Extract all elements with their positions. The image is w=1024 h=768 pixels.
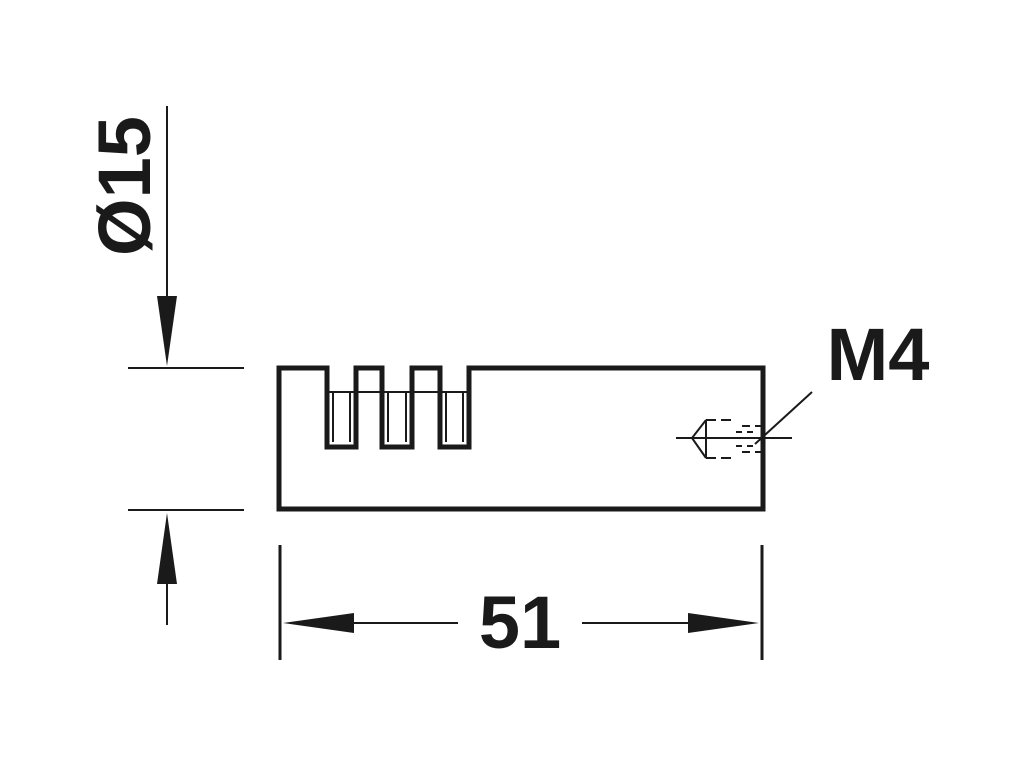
length-arrow-right bbox=[688, 613, 759, 633]
length-dimension: 51 bbox=[278, 545, 764, 664]
thread-hole: M4 bbox=[676, 313, 930, 459]
length-arrow-left bbox=[283, 613, 354, 633]
length-label: 51 bbox=[479, 581, 561, 664]
thread-leader-line bbox=[754, 391, 813, 445]
diameter-label: Ø15 bbox=[83, 116, 166, 256]
diameter-dimension: Ø15 bbox=[83, 106, 244, 625]
body-outline bbox=[276, 365, 766, 512]
diameter-arrow-down bbox=[157, 296, 177, 366]
connector-body bbox=[276, 365, 766, 512]
drill-point bbox=[690, 419, 707, 459]
diameter-arrow-up bbox=[157, 513, 177, 584]
thread-label: M4 bbox=[827, 313, 930, 396]
